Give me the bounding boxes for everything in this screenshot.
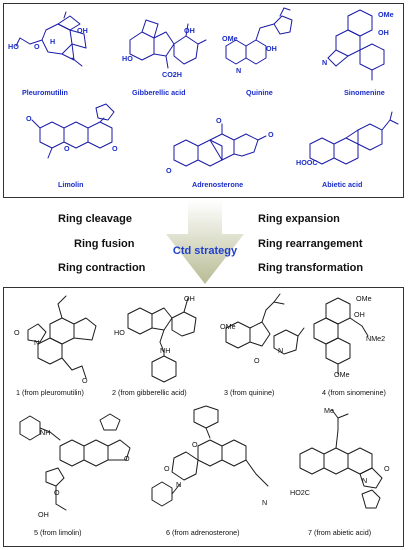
atom-label-ho2c-b7: HO2C (290, 488, 310, 497)
natural-products-panel: OH H O HO Pleuromutilin OH HO CO2H Gibbe… (3, 3, 404, 198)
compound-name-pleuromutilin: Pleuromutilin (22, 88, 68, 97)
atom-label-ome-b3: OMe (220, 322, 236, 331)
compound-2-structure (127, 297, 197, 383)
compound-label-4: 4 (from sinomenine) (322, 388, 386, 397)
atom-label-oh-b4: OH (354, 310, 365, 319)
atom-label-ho-b2: HO (114, 328, 125, 337)
strategy-ring-contraction: Ring contraction (58, 262, 146, 274)
compound-name-limolin: Limolin (58, 180, 84, 189)
atom-label-me-b7: Me (324, 406, 334, 415)
atom-label-o-b6b: O (164, 464, 170, 473)
compound-1-structure (27, 295, 97, 379)
ctd-strategy-label: Ctd strategy (172, 245, 238, 257)
compound-name-gibberellic-acid: Gibberellic acid (132, 88, 186, 97)
atom-label-nh-b2: NH (160, 346, 171, 355)
atom-label-ome: OMe (222, 34, 238, 43)
compound-4-structure (313, 297, 369, 375)
atom-label-oh-3: OH (266, 44, 277, 53)
atom-label-nme2-b4: NMe2 (366, 334, 386, 343)
compound-label-1: 1 (from pleuromutilin) (16, 388, 84, 397)
atom-label-o-b7: O (384, 464, 390, 473)
compound-label-6: 6 (from adrenosterone) (166, 528, 240, 537)
strategy-ring-fusion: Ring fusion (74, 238, 135, 250)
quinine-structure (225, 7, 293, 65)
pleuromutilin-structure (15, 11, 87, 67)
atom-label-o-b1: O (14, 328, 20, 337)
atom-label-o-b5: O (124, 454, 130, 463)
down-arrow-icon (166, 200, 244, 284)
compound-7-structure (299, 409, 383, 509)
atom-label-o-5: O (216, 116, 222, 125)
compound-name-adrenosterone: Adrenosterone (192, 180, 244, 189)
compound-label-7: 7 (from abietic acid) (308, 528, 372, 537)
atom-label-oh-b5: OH (38, 510, 49, 519)
limolin-structure (31, 103, 115, 159)
derived-compounds-panel: O N O 1 (from pleuromutilin) OH HO NH 2 … (3, 287, 404, 547)
atom-label-o-b3: O (254, 356, 260, 365)
atom-label-n-b6: N (176, 480, 182, 489)
compound-label-3: 3 (from quinine) (224, 388, 275, 397)
atom-label-nh-b5: NH (40, 428, 51, 437)
atom-label-n-b7: N (362, 476, 368, 485)
compound-name-quinine: Quinine (246, 88, 273, 97)
adrenosterone-structure (173, 123, 267, 167)
compound-label-2: 2 (from gibberellic acid) (112, 388, 187, 397)
atom-label-o: O (34, 42, 40, 51)
atom-label-o-2: O (26, 114, 32, 123)
strategy-ring-cleavage: Ring cleavage (58, 213, 132, 225)
atom-label-o-4: O (64, 144, 70, 153)
atom-label-ho-2: HO (122, 54, 133, 63)
compound-3-structure (225, 293, 305, 355)
atom-label-oh-b2: OH (184, 294, 195, 303)
strategy-ring-transformation: Ring transformation (258, 262, 364, 274)
atom-label-oh-4: OH (378, 28, 389, 37)
atom-label-o-b6: O (192, 440, 198, 449)
atom-label-n-b3: N (278, 346, 284, 355)
atom-label-n-b1: N (34, 338, 40, 347)
atom-label-n-b6b: N (262, 498, 268, 507)
atom-label-oh-2: OH (184, 26, 195, 35)
atom-label-h: H (50, 37, 56, 46)
atom-label-ho: HO (8, 42, 19, 51)
sinomenine-structure (327, 9, 385, 81)
atom-label-o-b1b: O (82, 376, 88, 385)
strategy-ring-rearrangement: Ring rearrangement (258, 238, 363, 250)
atom-label-hooc: HOOC (296, 158, 318, 167)
atom-label-o-7: O (166, 166, 172, 175)
compound-name-sinomenine: Sinomenine (344, 88, 385, 97)
compound-5-structure (19, 413, 131, 511)
atom-label-o-3: O (112, 144, 118, 153)
atom-label-o-b5b: O (54, 488, 60, 497)
strategy-ring-expansion: Ring expansion (258, 213, 340, 225)
atom-label-co2h: CO2H (162, 70, 182, 79)
compound-label-5: 5 (from limolin) (34, 528, 82, 537)
gibberellic-acid-structure (129, 19, 207, 69)
atom-label-n: N (236, 66, 242, 75)
atom-label-n-2: N (322, 58, 328, 67)
atom-label-ome-b4b: OMe (334, 370, 350, 379)
atom-label-o-6: O (268, 130, 274, 139)
compound-name-abietic-acid: Abietic acid (322, 180, 363, 189)
atom-label-ome-2: OMe (378, 10, 394, 19)
compound-6-structure (151, 405, 269, 507)
atom-label-ome-b4: OMe (356, 294, 372, 303)
abietic-acid-structure (309, 111, 399, 165)
atom-label-oh: OH (77, 26, 88, 35)
